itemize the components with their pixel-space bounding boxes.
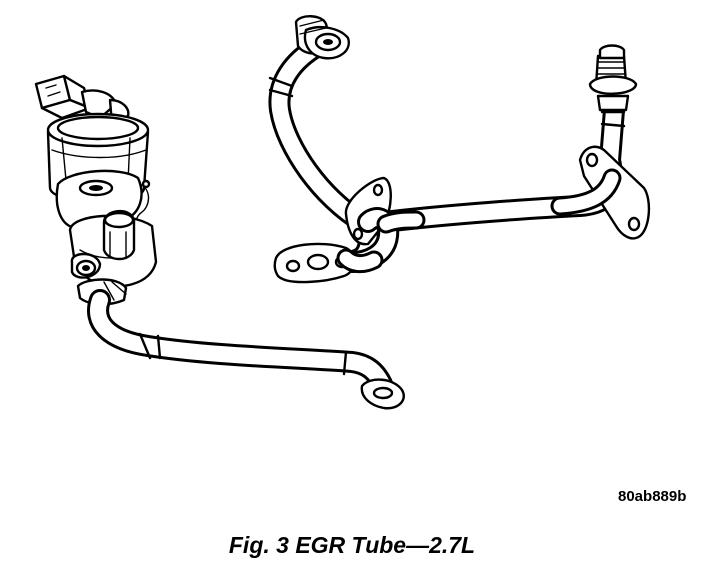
egr-tube-left-flange bbox=[360, 378, 405, 410]
egr-tube-right bbox=[268, 35, 626, 271]
egr-tube-threaded-fitting bbox=[588, 44, 638, 112]
figure-reference-code: 80ab889b bbox=[618, 488, 687, 505]
egr-valve-assembly bbox=[34, 74, 158, 306]
egr-tube-upper-fitting bbox=[294, 15, 350, 60]
egr-valve-housing bbox=[68, 210, 158, 288]
egr-tube-lower-gasket bbox=[273, 242, 356, 284]
egr-tube-left bbox=[87, 289, 393, 395]
figure-caption: Fig. 3 EGR Tube—2.7L bbox=[228, 532, 476, 558]
